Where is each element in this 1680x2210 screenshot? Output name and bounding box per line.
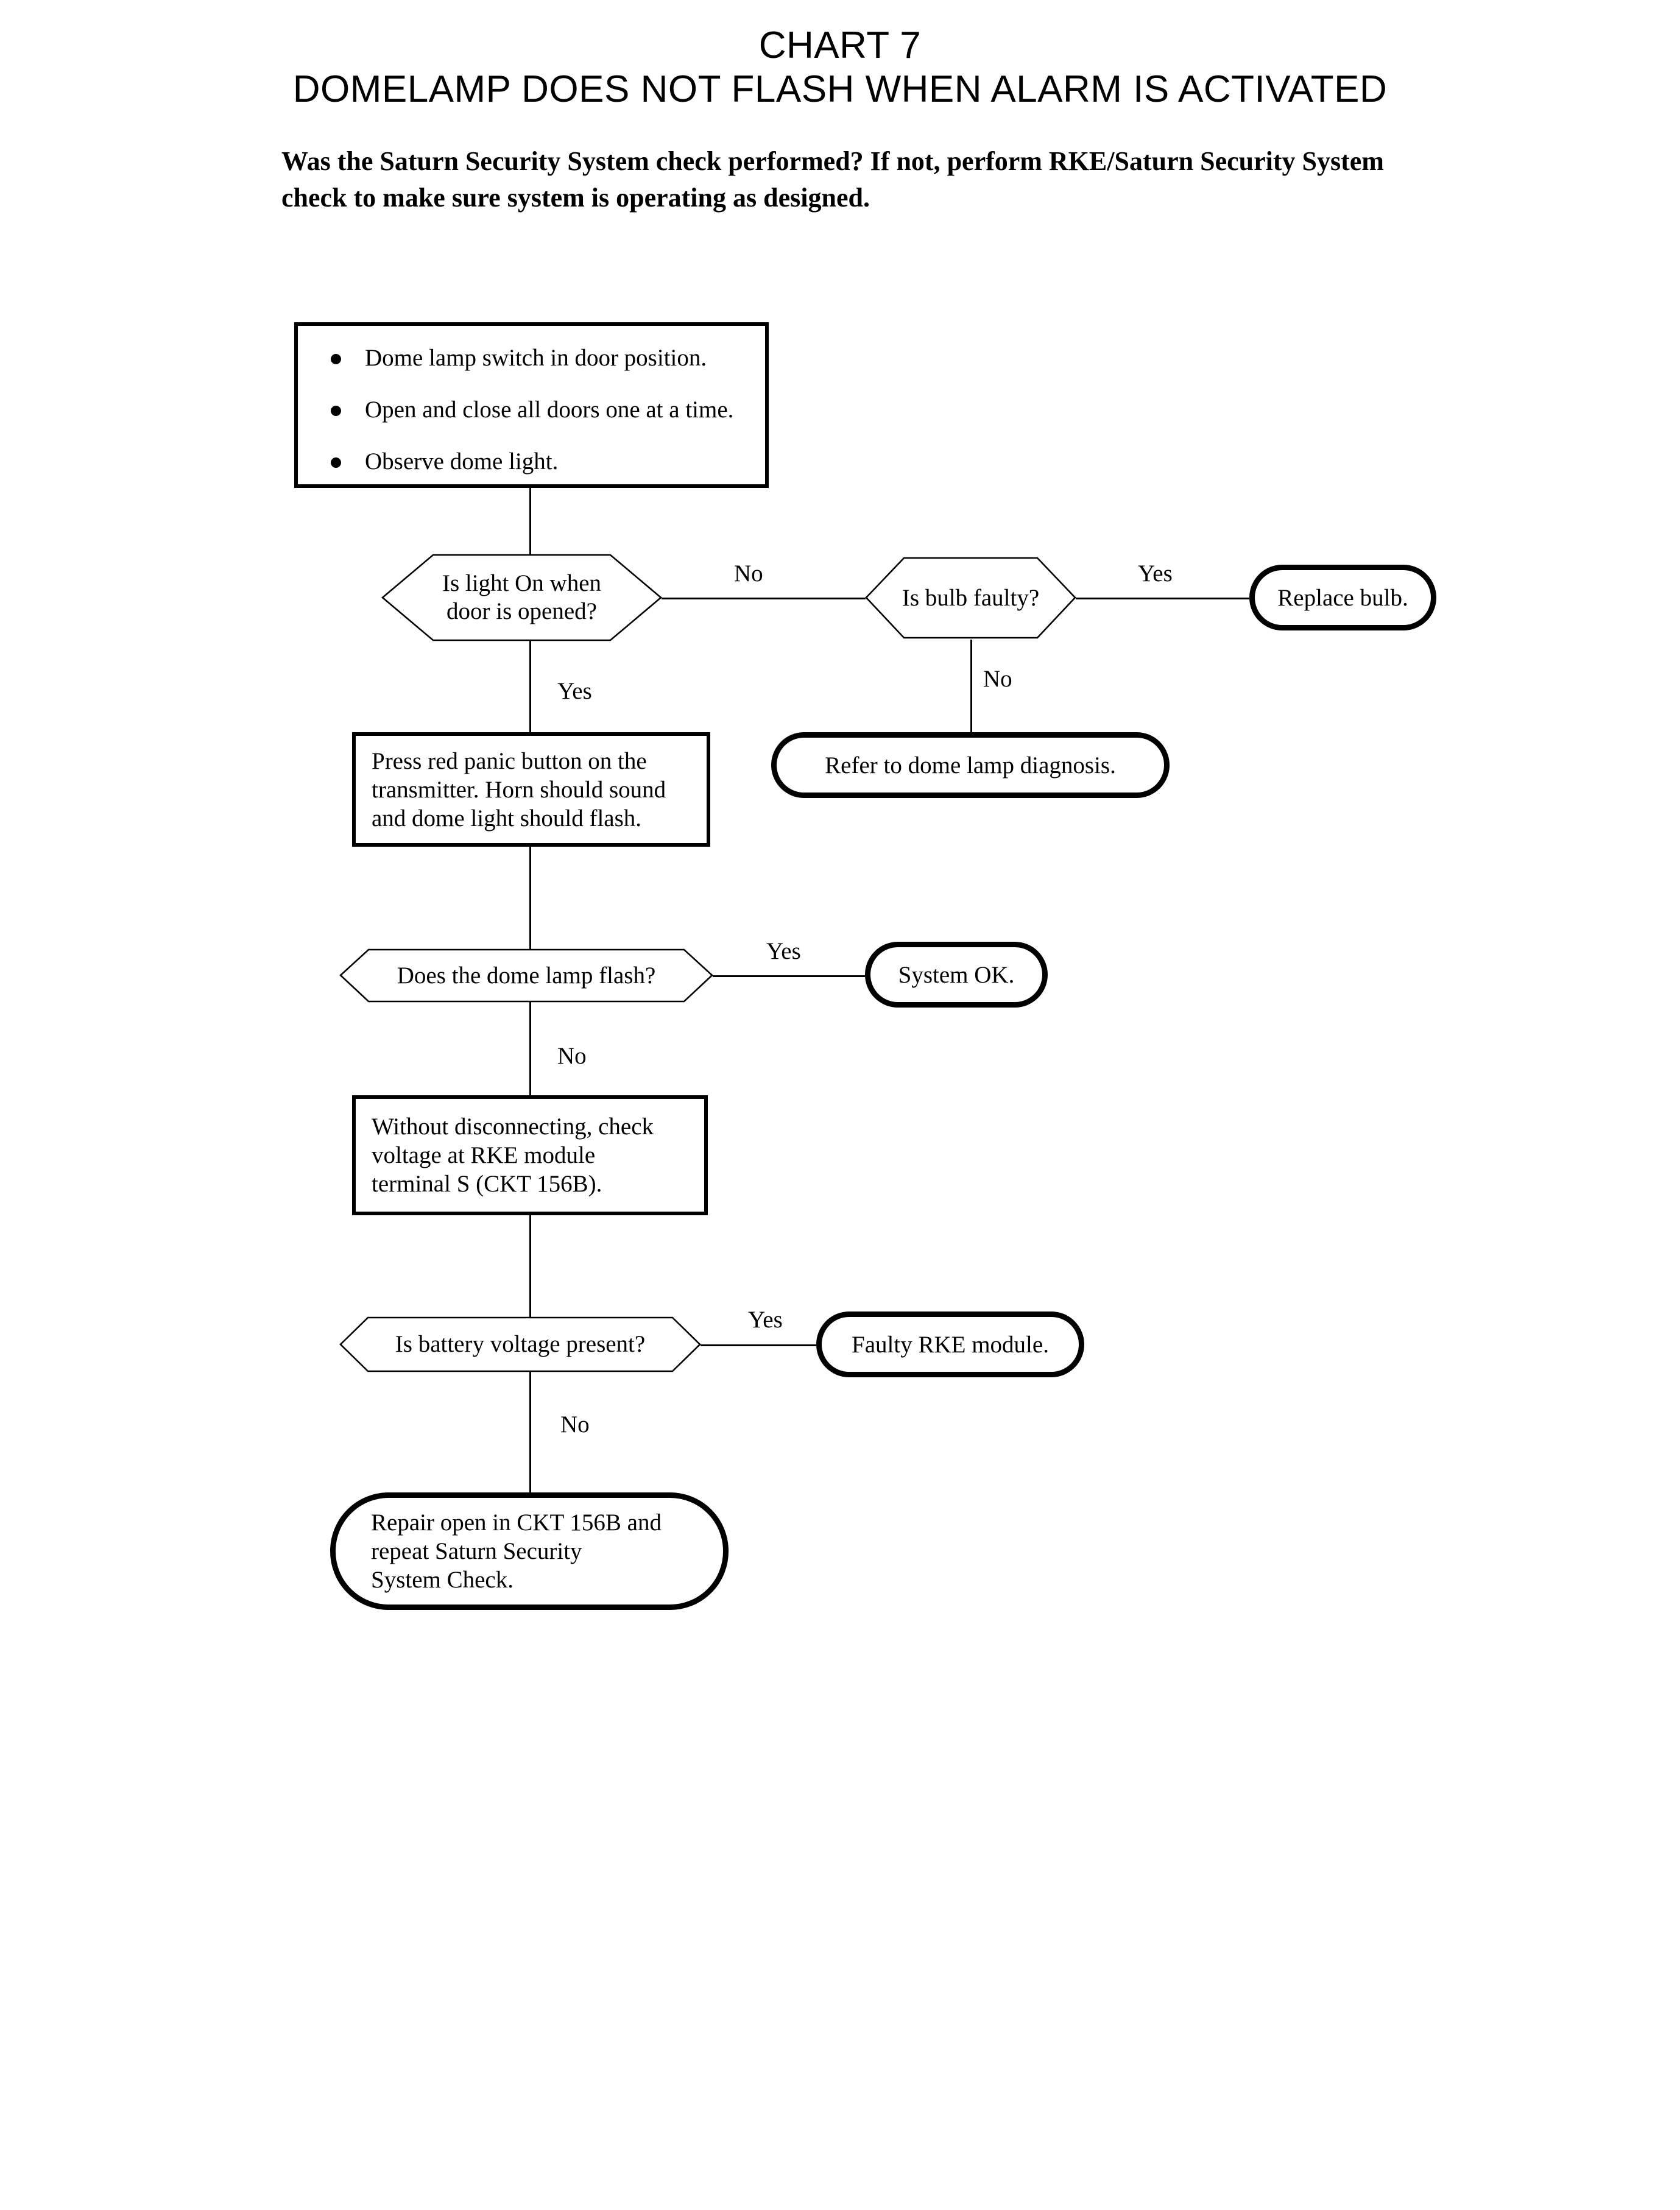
edge-label-bulb-no: No xyxy=(983,666,1012,692)
node-terminator-repair-open: Repair open in CKT 156B and repeat Satur… xyxy=(330,1492,729,1610)
node-terminator-faulty-rke-module: Faulty RKE module. xyxy=(816,1312,1084,1377)
edge-label-flash-no: No xyxy=(557,1043,587,1069)
page-title-chart-name: DOMELAMP DOES NOT FLASH WHEN ALARM IS AC… xyxy=(292,68,1388,110)
decision-label: Is battery voltage present? xyxy=(395,1331,646,1357)
connector-light-yes-to-panic xyxy=(529,640,531,732)
process-label: Press red panic button on the transmitte… xyxy=(372,747,666,831)
connector-battery-no-to-repair xyxy=(529,1371,531,1492)
process-label: Without disconnecting, check voltage at … xyxy=(372,1114,654,1197)
connector-setup-to-light-question xyxy=(529,487,531,554)
edge-label-bulb-yes: Yes xyxy=(1138,560,1173,587)
connector-check-voltage-to-battery-question xyxy=(529,1215,531,1317)
node-setup-steps: Dome lamp switch in door position. Open … xyxy=(294,322,769,488)
edge-label-battery-no: No xyxy=(560,1411,590,1438)
connector-bulb-no-to-refer xyxy=(970,640,972,732)
setup-step-text: Dome lamp switch in door position. xyxy=(365,345,707,371)
edge-label-flash-yes: Yes xyxy=(766,938,801,964)
bullet-icon xyxy=(331,406,341,416)
list-item: Dome lamp switch in door position. xyxy=(322,344,748,372)
connector-battery-yes-to-faulty-rke xyxy=(701,1344,816,1346)
decision-label: Is light On when door is opened? xyxy=(442,570,602,624)
hexagon-shape xyxy=(340,949,713,1002)
edge-label-light-yes: Yes xyxy=(557,678,592,704)
page-title-chart-number: CHART 7 xyxy=(758,24,922,66)
bullet-icon xyxy=(331,354,341,364)
node-terminator-replace-bulb: Replace bulb. xyxy=(1249,565,1436,630)
decision-label: Does the dome lamp flash? xyxy=(397,962,656,989)
terminator-label: System OK. xyxy=(898,961,1015,988)
connector-flash-no-to-check-voltage xyxy=(529,1002,531,1095)
hexagon-shape xyxy=(866,557,1076,638)
setup-step-text: Open and close all doors one at a time. xyxy=(365,397,734,423)
node-decision-is-bulb-faulty: Is bulb faulty? xyxy=(866,557,1076,638)
terminator-label: Repair open in CKT 156B and repeat Satur… xyxy=(371,1509,662,1593)
setup-steps-list: Dome lamp switch in door position. Open … xyxy=(322,344,748,476)
edge-label-battery-yes: Yes xyxy=(748,1307,783,1333)
edge-label-light-no: No xyxy=(734,560,763,587)
terminator-label: Refer to dome lamp diagnosis. xyxy=(825,752,1116,778)
hexagon-shape xyxy=(340,1317,701,1372)
node-decision-does-dome-lamp-flash: Does the dome lamp flash? xyxy=(340,949,713,1002)
node-terminator-refer-dome-lamp: Refer to dome lamp diagnosis. xyxy=(771,732,1170,798)
connector-flash-yes-to-system-ok xyxy=(713,975,865,977)
hexagon-shape xyxy=(382,554,662,641)
connector-panic-to-flash-question xyxy=(529,847,531,949)
connector-bulb-yes-to-replace xyxy=(1076,598,1249,599)
chart-subtitle: Was the Saturn Security System check per… xyxy=(281,146,1384,213)
terminator-label: Faulty RKE module. xyxy=(852,1331,1049,1358)
node-decision-is-battery-voltage-present: Is battery voltage present? xyxy=(340,1317,701,1372)
node-process-check-voltage: Without disconnecting, check voltage at … xyxy=(352,1095,708,1215)
bullet-icon xyxy=(331,457,341,468)
decision-label: Is bulb faulty? xyxy=(902,584,1040,611)
list-item: Open and close all doors one at a time. xyxy=(322,396,748,424)
terminator-label: Replace bulb. xyxy=(1277,584,1408,611)
connector-light-no-to-bulb-question xyxy=(662,598,866,599)
node-terminator-system-ok: System OK. xyxy=(865,942,1048,1008)
node-process-press-panic-button: Press red panic button on the transmitte… xyxy=(352,732,710,847)
node-decision-is-light-on: Is light On when door is opened? xyxy=(382,554,662,641)
setup-step-text: Observe dome light. xyxy=(365,448,559,475)
list-item: Observe dome light. xyxy=(322,448,748,476)
